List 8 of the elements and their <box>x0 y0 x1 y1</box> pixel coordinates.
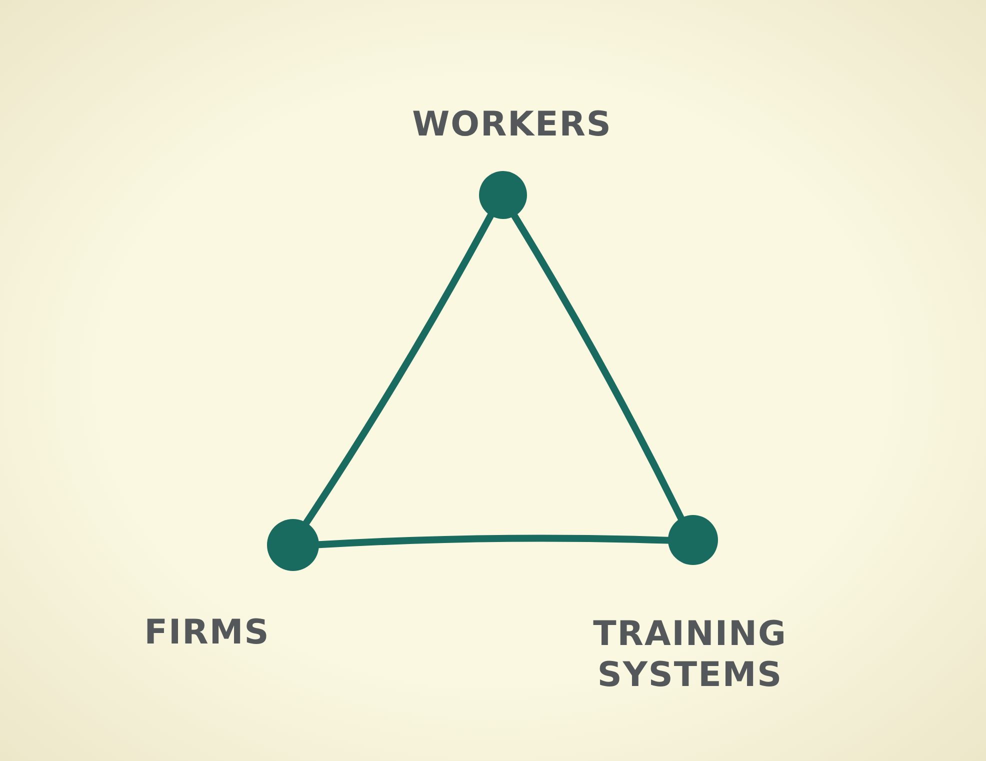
dot <box>479 171 527 219</box>
dot <box>668 515 718 565</box>
node-label: FIRMS <box>143 612 271 654</box>
dot <box>267 519 319 571</box>
connector-line <box>302 212 494 526</box>
connector-line <box>511 212 684 522</box>
node-label: WORKERS <box>411 104 613 146</box>
node-label: TRAINING SYSTEMS <box>592 614 788 696</box>
